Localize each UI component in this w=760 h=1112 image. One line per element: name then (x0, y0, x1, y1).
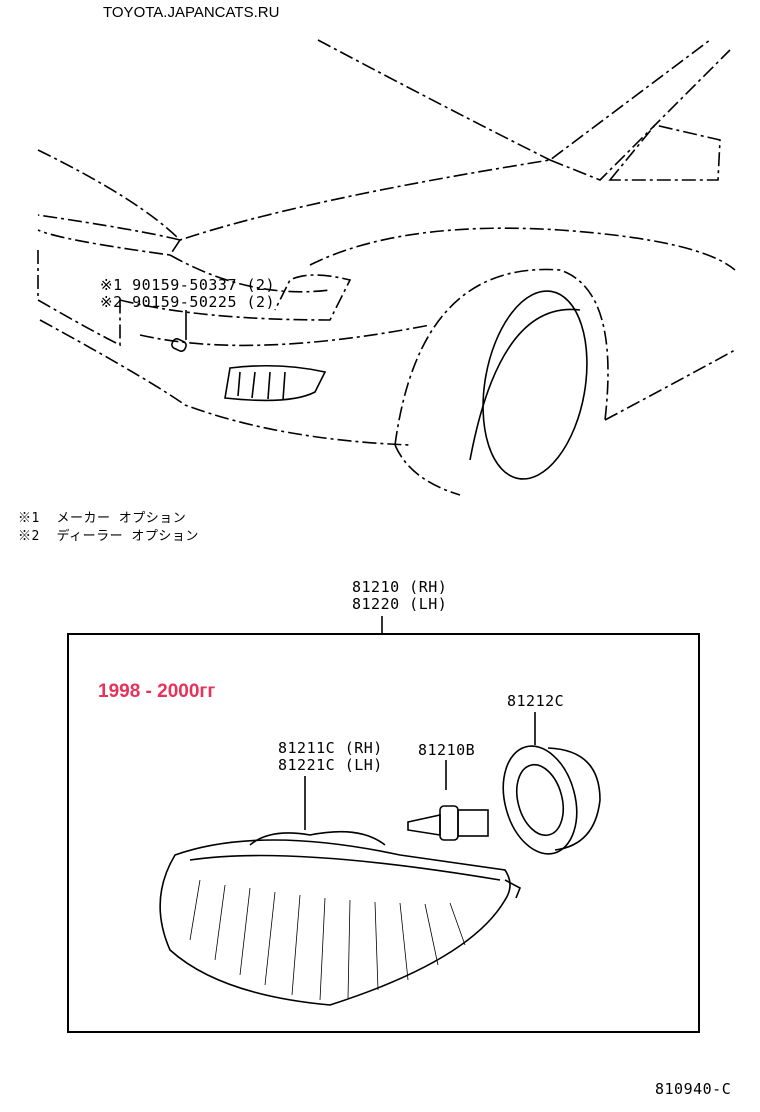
foglamp-housing-drawing (159, 830, 522, 1006)
assembly-frame (67, 633, 700, 1033)
housing-label-lh: 81221C (LH) (278, 756, 383, 774)
socket-cover-drawing (502, 745, 601, 855)
fastener-callout-2: ※2 90159-50225 (2) (100, 293, 276, 311)
housing-label-rh: 81211C (RH) (278, 739, 383, 757)
legend-item-2: ※2 ディーラー オプション (18, 528, 199, 545)
car-front-drawing (37, 39, 736, 496)
bulb-label: 81210B (418, 741, 476, 759)
bulb-drawing (407, 805, 489, 841)
legend-mark: ※1 (18, 511, 40, 526)
legend-text: メーカー オプション (56, 511, 187, 526)
legend-item-1: ※1 メーカー オプション (18, 510, 186, 527)
assembly-label-lh: 81220 (LH) (352, 595, 448, 613)
legend-text: ディーラー オプション (56, 529, 199, 544)
socket-cover-label: 81212C (507, 692, 565, 710)
watermark: TOYOTA.JAPANCATS.RU (103, 4, 280, 21)
installed-foglamp-drawing (171, 338, 327, 402)
diagram-code: 810940-C (655, 1080, 732, 1098)
legend-mark: ※2 (18, 529, 40, 544)
fastener-callout-1: ※1 90159-50337 (2) (100, 276, 276, 294)
wheel-drawing (469, 290, 588, 480)
assembly-label-rh: 81210 (RH) (352, 578, 448, 596)
year-range-note: 1998 - 2000гг (98, 681, 216, 702)
